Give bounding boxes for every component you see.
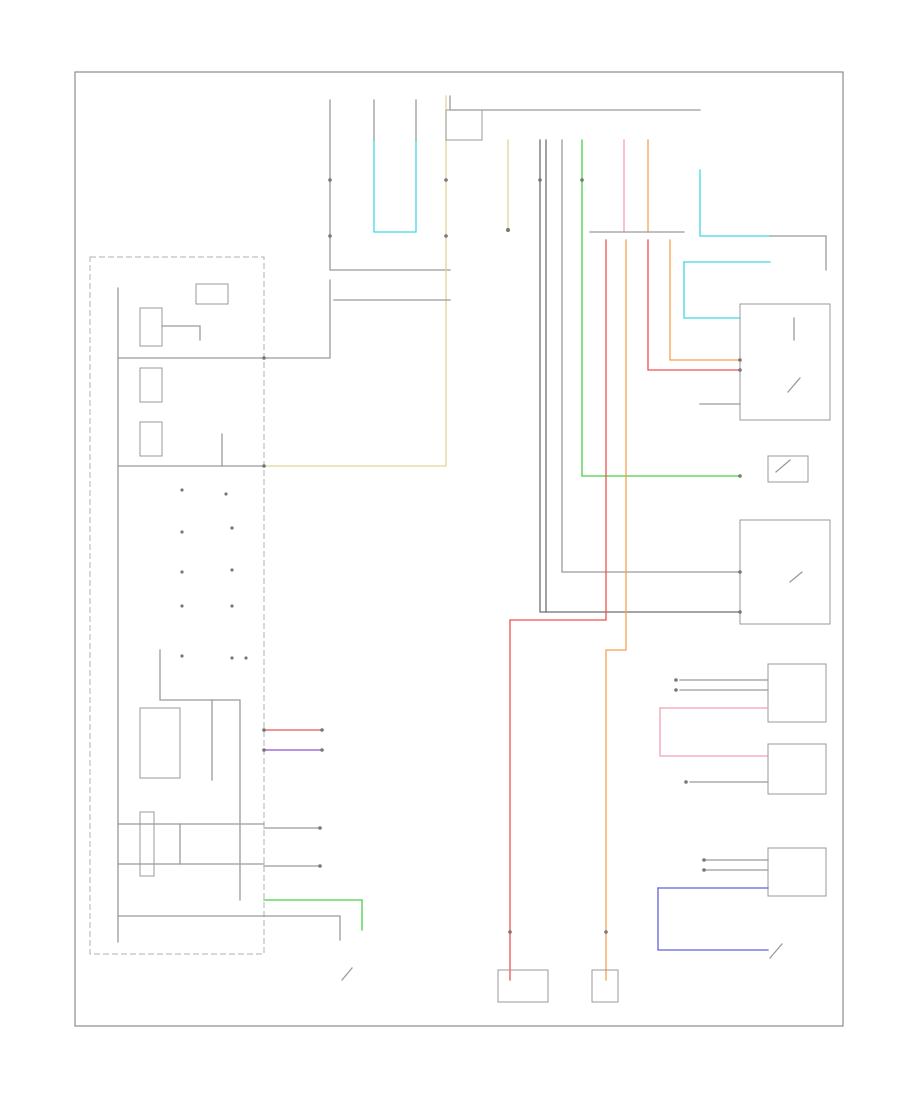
- left-output-wires: [263, 729, 363, 981]
- switch-contact-icon: [787, 377, 801, 393]
- switch-contact-icon: [789, 571, 803, 583]
- switch-contact-icon: [341, 967, 353, 981]
- fuse-feeds: [263, 95, 701, 467]
- switch-contact-icon: [775, 459, 791, 473]
- control-unit: [89, 256, 265, 955]
- switch-contact-icon: [769, 943, 783, 959]
- diagram-frame: [74, 71, 844, 1027]
- internal-contacts: [180, 488, 248, 660]
- trunk-wires: [506, 139, 741, 981]
- connector-terminal-icon: [262, 178, 742, 934]
- right-components: [497, 169, 831, 1003]
